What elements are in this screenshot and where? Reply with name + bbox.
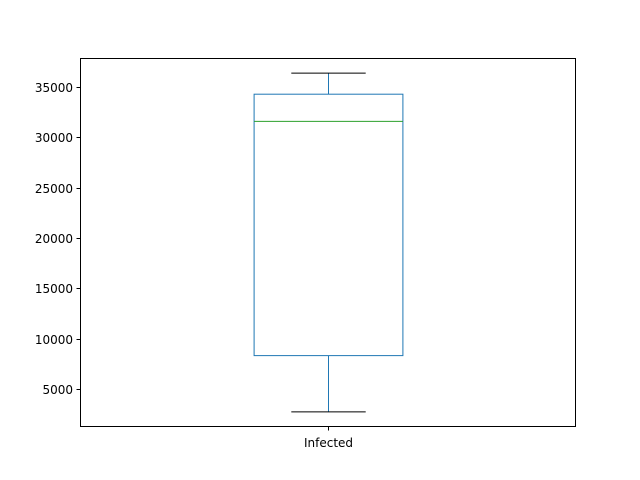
y-tick-label: 5000 (42, 383, 73, 397)
y-tick-label: 30000 (35, 131, 73, 145)
y-tick-label: 25000 (35, 182, 73, 196)
axes-frame (80, 58, 576, 427)
x-axis: Infected (304, 427, 353, 450)
y-axis: 5000 10000 15000 20000 25000 30000 35000 (35, 81, 80, 397)
y-tick-label: 35000 (35, 81, 73, 95)
y-tick-label: 20000 (35, 232, 73, 246)
y-tick-label: 10000 (35, 333, 73, 347)
box-iqr (253, 93, 404, 357)
plot-area (253, 72, 404, 413)
y-tick-label: 15000 (35, 282, 73, 296)
x-tick-label: Infected (304, 436, 353, 450)
